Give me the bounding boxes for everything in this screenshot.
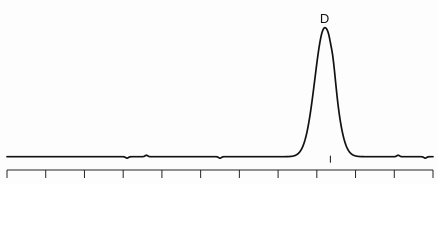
- peak-label-d: D: [320, 11, 329, 26]
- chart-svg: D: [6, 11, 434, 178]
- series-line: [6, 26, 434, 160]
- x-axis: [6, 169, 434, 178]
- chromatogram-chart: D: [6, 11, 434, 178]
